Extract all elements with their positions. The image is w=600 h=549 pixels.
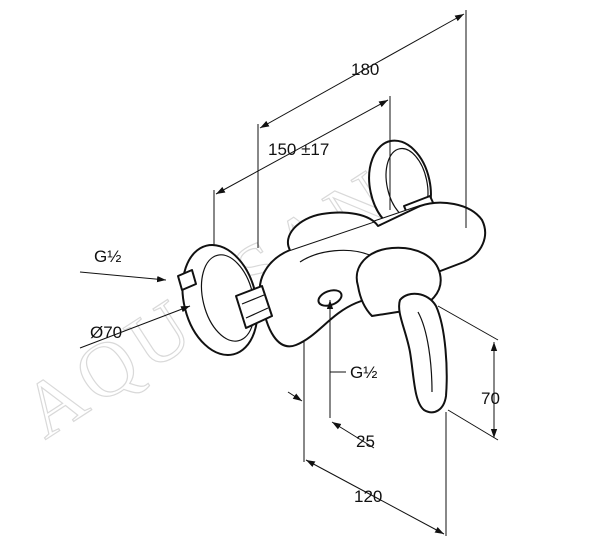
dim-center-distance: 150 ±17 <box>268 140 329 159</box>
dimension-lines <box>79 10 499 536</box>
mixer-body-top <box>287 205 421 251</box>
dim-flange-diameter: Ø70 <box>90 323 122 342</box>
inlet-stub <box>177 269 197 291</box>
dim-overall-length: 180 <box>351 60 379 79</box>
lever-handle <box>398 292 448 414</box>
dim-inlet-thread: G½ <box>94 247 121 266</box>
dim-projection: 120 <box>354 487 382 506</box>
dim-outlet-thread: G½ <box>350 363 377 382</box>
mixer-drawing <box>177 139 487 414</box>
dim-outlet-offset: 25 <box>356 432 375 451</box>
dim-handle-height: 70 <box>481 389 500 408</box>
left-nut <box>235 285 273 329</box>
